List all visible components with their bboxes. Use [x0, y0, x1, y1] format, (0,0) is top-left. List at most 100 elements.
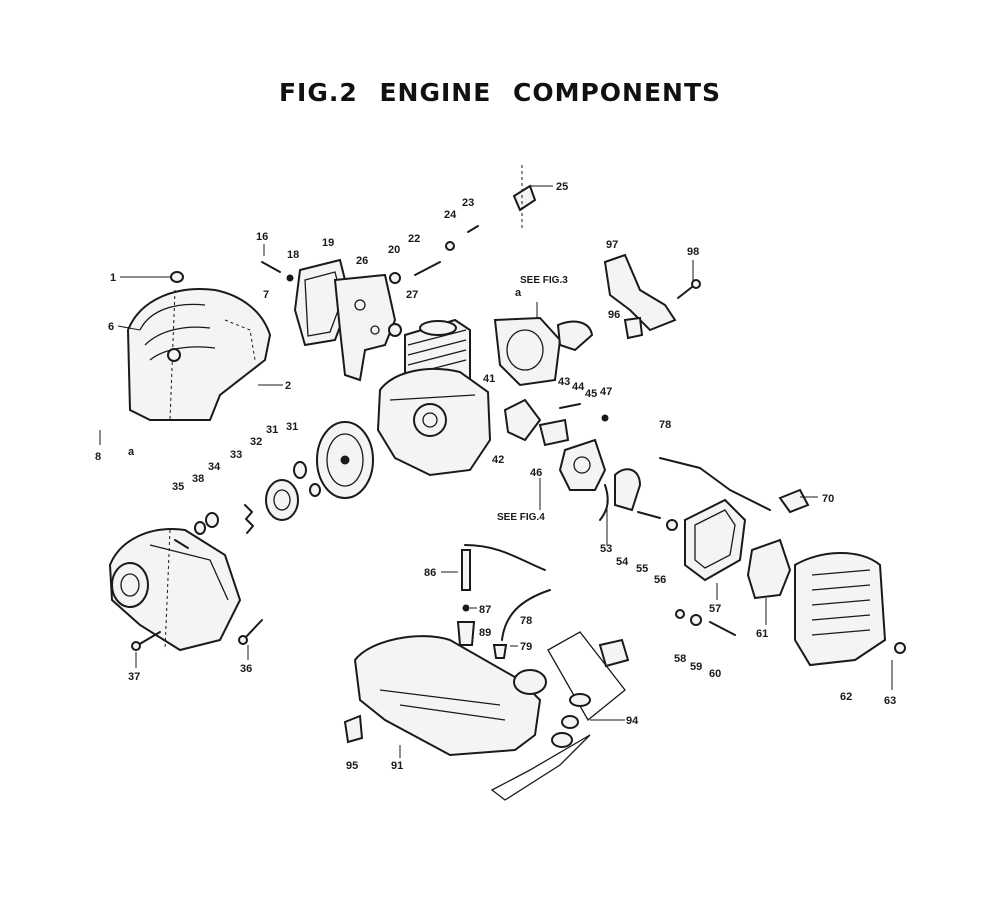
label-8: 8 [95, 451, 101, 463]
grommet-79 [492, 644, 508, 659]
label-53: 53 [600, 543, 612, 555]
muffler-plate-57 [684, 498, 747, 582]
label-38: 38 [192, 473, 204, 485]
label-54: 54 [616, 556, 629, 568]
label-16: 16 [256, 231, 268, 243]
bracket-clip-96 [623, 316, 644, 340]
label-34: 34 [208, 461, 221, 473]
label-25: 25 [556, 181, 568, 193]
carb-gasket [538, 418, 570, 447]
label-94: 94 [626, 715, 639, 727]
clip-95 [343, 714, 364, 744]
label-24: 24 [444, 209, 457, 221]
label-60: 60 [709, 668, 721, 680]
label-78a: 78 [659, 419, 671, 431]
insulator-42 [503, 398, 542, 442]
fuel-tank-91 [353, 635, 547, 757]
muffler-bracket-53 [614, 468, 642, 512]
label-45: 45 [585, 388, 597, 400]
label-33: 33 [230, 449, 242, 461]
screw-63 [894, 642, 906, 654]
label-89: 89 [479, 627, 491, 639]
label-98: 98 [687, 246, 699, 258]
label-79: 79 [520, 641, 532, 653]
label-31b: 31 [286, 421, 298, 433]
engine-cover [126, 288, 272, 421]
primer-70 [778, 488, 810, 514]
label-7: 7 [263, 289, 269, 301]
label-20: 20 [388, 244, 400, 256]
gasket-61 [746, 538, 792, 600]
figure-title: FIG.2 ENGINE COMPONENTS [278, 78, 722, 107]
crankcase [376, 368, 492, 477]
label-26: 26 [356, 255, 368, 267]
label-63: 63 [884, 695, 896, 707]
marker-a-right: a [515, 287, 522, 299]
heat-plate-26 [333, 273, 397, 382]
bolt-98 [677, 279, 701, 299]
label-2: 2 [285, 380, 291, 392]
label-56: 56 [654, 574, 666, 586]
fuel-clip-87 [462, 604, 470, 612]
label-70: 70 [822, 493, 834, 505]
see-fig4-note: SEE FIG.4 [497, 512, 545, 523]
spark-plug-boot-25 [512, 165, 537, 228]
clutch-32 [265, 479, 299, 521]
washers-34-38 [194, 512, 219, 535]
part-1-nut [170, 271, 184, 283]
marker-a-left: a [128, 446, 135, 458]
label-19: 19 [322, 237, 334, 249]
label-96: 96 [608, 309, 620, 321]
bolt-36 [238, 619, 263, 645]
bolt-16-18 [261, 261, 294, 282]
label-58: 58 [674, 653, 686, 665]
label-78b: 78 [520, 615, 532, 627]
label-37: 37 [128, 671, 140, 683]
part-number-labels: 1 6 7 2 8 16 18 19 26 20 22 24 23 25 27 … [95, 181, 896, 772]
bolts-43-45-47 [559, 403, 609, 422]
label-27: 27 [406, 289, 418, 301]
label-41: 41 [483, 373, 495, 385]
washers-58-59 [675, 609, 702, 626]
label-44: 44 [572, 381, 585, 393]
bolts-54-55-56 [637, 511, 678, 531]
bolt-60 [709, 621, 736, 636]
flywheel [316, 421, 374, 499]
label-18: 18 [287, 249, 299, 261]
fuel-filter-86 [461, 549, 471, 591]
washer-31 [293, 461, 321, 497]
bolt-37 [131, 631, 161, 651]
fuel-line-78 [464, 457, 771, 641]
label-61: 61 [756, 628, 768, 640]
starter-housing [493, 316, 594, 387]
label-43: 43 [558, 376, 570, 388]
label-87: 87 [479, 604, 491, 616]
label-22: 22 [408, 233, 420, 245]
bolt-35 [174, 539, 189, 549]
label-42: 42 [492, 454, 504, 466]
label-32: 32 [250, 436, 262, 448]
label-35: 35 [172, 481, 184, 493]
fuel-fitting-89 [456, 621, 476, 646]
leader-lines [99, 185, 893, 758]
label-6: 6 [108, 321, 114, 333]
label-36: 36 [240, 663, 252, 675]
label-95: 95 [346, 760, 358, 772]
label-57: 57 [709, 603, 721, 615]
label-91: 91 [391, 760, 403, 772]
label-23: 23 [462, 197, 474, 209]
label-97: 97 [606, 239, 618, 251]
see-fig3-note: SEE FIG.3 [520, 275, 568, 286]
label-46: 46 [530, 467, 542, 479]
label-1: 1 [110, 272, 116, 284]
cap-parts-94 [551, 638, 630, 748]
bolts-20-22-24-23 [389, 225, 479, 284]
label-86: 86 [424, 567, 436, 579]
carburetor-46 [558, 438, 607, 491]
clutch-housing [108, 528, 242, 652]
label-31a: 31 [266, 424, 278, 436]
spring-33 [244, 504, 254, 534]
label-47: 47 [600, 386, 612, 398]
label-59: 59 [690, 661, 702, 673]
